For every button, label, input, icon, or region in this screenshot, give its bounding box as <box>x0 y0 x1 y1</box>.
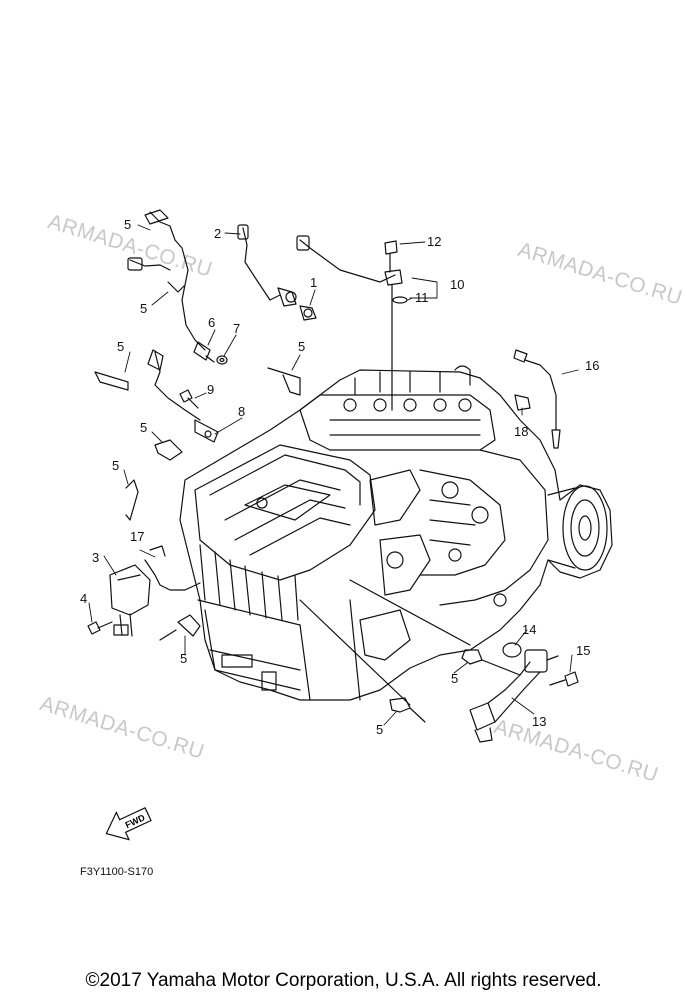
part-13-connector <box>469 649 559 743</box>
callout-1: 1 <box>310 275 317 290</box>
part-15-bolt <box>549 671 579 687</box>
engine-block <box>179 365 613 701</box>
callout-2: 2 <box>214 226 221 241</box>
fwd-arrow-icon: FWD <box>105 807 152 841</box>
callout-5: 5 <box>117 339 124 354</box>
callout-5: 5 <box>180 651 187 666</box>
part-18-clip <box>514 394 531 411</box>
part-10-sensor <box>384 240 408 411</box>
part-2-sensor-harness <box>237 224 297 307</box>
callout-14: 14 <box>522 622 536 637</box>
part-8-sensor <box>147 349 219 443</box>
callout-11: 11 <box>415 290 429 305</box>
part-6-plug <box>193 341 215 363</box>
part-5-clamps <box>94 367 521 723</box>
callout-5: 5 <box>298 339 305 354</box>
callout-10: 10 <box>450 277 464 292</box>
diagram-code: F3Y1100-S170 <box>80 866 154 878</box>
part-7-washer <box>216 355 228 365</box>
part-16-sensor <box>513 349 561 449</box>
copyright-text: ©2017 Yamaha Motor Corporation, U.S.A. A… <box>85 970 602 991</box>
callout-17: 17 <box>130 529 144 544</box>
wire-harness-left <box>127 209 206 351</box>
part-4-bolt <box>87 621 113 635</box>
callout-5: 5 <box>451 671 458 686</box>
callout-9: 9 <box>207 382 214 397</box>
callout-5: 5 <box>124 217 131 232</box>
part-3-bracket <box>109 564 151 637</box>
callout-16: 16 <box>585 358 599 373</box>
callout-18: 18 <box>514 424 528 439</box>
leader-lines <box>88 224 579 726</box>
part-17-cable <box>144 545 201 591</box>
callout-5: 5 <box>112 458 119 473</box>
callout-labels: 5 5 2 1 6 7 5 5 9 8 5 5 17 3 4 5 5 5 14 … <box>80 217 599 737</box>
callout-5: 5 <box>376 722 383 737</box>
callout-5: 5 <box>140 420 147 435</box>
callout-4: 4 <box>80 591 87 606</box>
callout-6: 6 <box>208 315 215 330</box>
callout-12: 12 <box>427 234 441 249</box>
callout-8: 8 <box>238 404 245 419</box>
part-1-sensor <box>296 235 396 321</box>
part-9-bolt <box>179 389 199 409</box>
callout-13: 13 <box>532 714 546 729</box>
callout-5: 5 <box>140 301 147 316</box>
part-14-oring <box>502 642 522 658</box>
callout-7: 7 <box>233 321 240 336</box>
callout-3: 3 <box>92 550 99 565</box>
callout-15: 15 <box>576 643 590 658</box>
